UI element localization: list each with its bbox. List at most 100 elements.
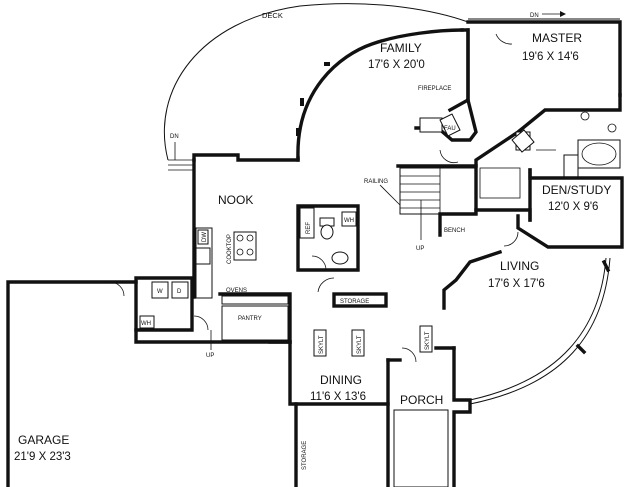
dryer-box <box>171 281 189 299</box>
storage-label-garage: STORAGE <box>302 441 308 470</box>
railing-label: RAILING <box>364 179 388 185</box>
powder-wall <box>296 204 360 272</box>
den-name: DEN/STUDY <box>542 183 611 197</box>
pantry-box <box>221 305 289 341</box>
master-sink-2 <box>607 123 617 133</box>
skylight-2 <box>351 329 365 357</box>
garage-door-swing <box>109 281 125 297</box>
den-dim: 12'0 X 9'6 <box>548 201 598 213</box>
porch-steps <box>393 409 449 487</box>
master-door-swing <box>495 33 513 45</box>
skylight-2-label: SKYLT <box>357 335 363 354</box>
skylight-1-label: SKYLT <box>319 335 325 354</box>
family-dim: 17'6 X 20'0 <box>368 59 425 71</box>
dining-dim: 11'6 X 13'6 <box>310 391 366 403</box>
laundry-wh-label: WH <box>141 321 151 327</box>
fau-box <box>439 113 461 137</box>
skylight-3 <box>419 325 433 353</box>
cooktop-burner-3 <box>236 248 244 256</box>
powder-door-swing <box>311 255 327 271</box>
storage-label-living: STORAGE <box>340 299 369 305</box>
master-name: MASTER <box>532 31 582 45</box>
master-dim: 19'6 X 14'6 <box>522 51 579 63</box>
porch-name: PORCH <box>400 393 443 407</box>
master-tub <box>577 139 621 169</box>
laundry-door-swing <box>193 315 209 331</box>
deck-dn-left: DN <box>170 134 179 140</box>
storage-box <box>332 292 388 308</box>
garage-right-wall <box>134 328 292 344</box>
dw-box <box>197 229 209 245</box>
fau-label: FAU <box>444 126 456 132</box>
master-sink-1 <box>580 111 590 121</box>
living-name: LIVING <box>500 259 539 273</box>
powder-sink <box>331 251 349 265</box>
garage-wall <box>6 280 138 487</box>
sink-double <box>195 247 211 265</box>
cooktop-burner-2 <box>246 234 254 242</box>
stair-bench-wall <box>474 208 532 222</box>
cooktop-island <box>233 231 257 261</box>
master-outer-wall <box>466 20 622 97</box>
family-curved-wall <box>296 28 464 160</box>
ovens-label: OVENS <box>226 288 247 294</box>
dining-left-wall <box>288 340 390 406</box>
bench-label: BENCH <box>444 228 465 234</box>
dw-label: DW <box>202 232 208 242</box>
laundry-up-label: UP <box>206 353 214 359</box>
washer-label: W <box>157 289 163 295</box>
ovens-cabinet <box>221 295 289 305</box>
railing-leader <box>379 184 401 206</box>
living-dim: 17'6 X 17'6 <box>488 278 545 290</box>
porch-right-wall <box>452 346 472 487</box>
nook-label: NOOK <box>218 193 253 207</box>
living-tick-2 <box>575 343 587 355</box>
washer-box <box>151 281 169 299</box>
fireplace-label: FIREPLACE <box>418 86 451 92</box>
deck-tick-3 <box>296 128 300 136</box>
garage-name: GARAGE <box>18 433 69 447</box>
deck-outline <box>163 3 469 161</box>
deck-tick-2 <box>324 62 330 66</box>
toilet-bowl <box>320 224 334 240</box>
dryer-label: D <box>177 289 182 295</box>
living-tick-1 <box>601 259 611 273</box>
ref-box <box>299 207 315 239</box>
garage-dim: 21'9 X 23'3 <box>14 451 71 463</box>
wh-label: WH <box>344 218 354 224</box>
nook-top-wall <box>192 153 300 162</box>
master-tub-basin <box>581 142 617 166</box>
fireplace-door-swing <box>439 149 459 163</box>
storage-door-swing <box>317 277 335 293</box>
master-toilet-box <box>563 154 579 178</box>
cooktop-burner-1 <box>236 234 244 242</box>
deck-dn-top: DN <box>530 13 539 19</box>
dining-name: DINING <box>320 373 362 387</box>
ref-label: REF <box>306 222 312 234</box>
den-door-swing <box>503 231 519 247</box>
living-curved-wall-2 <box>469 257 611 405</box>
laundry-wh-box <box>139 315 155 329</box>
porch-door-swing <box>401 347 417 363</box>
stair-inner-box <box>479 167 521 199</box>
family-name: FAMILY <box>380 41 422 55</box>
living-wall-left <box>442 249 503 310</box>
family-master-wall <box>447 28 470 113</box>
laundry-wall <box>134 276 194 332</box>
cooktop-burner-4 <box>246 248 254 256</box>
stair-up-label: UP <box>416 246 424 252</box>
living-curved-wall <box>469 257 607 401</box>
skylight-3-label: SKYLT <box>425 331 431 350</box>
deck-tick-1 <box>300 98 304 106</box>
wh-box <box>341 211 357 227</box>
pantry-label: PANTRY <box>238 316 262 322</box>
deck-label: DECK <box>262 11 283 20</box>
cooktop-label: COOKTOP <box>227 234 233 264</box>
deck-top-arrow-head <box>560 11 566 17</box>
skylight-1 <box>313 329 327 357</box>
master-shower <box>511 129 535 153</box>
fireplace-hearth <box>419 117 443 133</box>
stair-box <box>399 167 477 215</box>
